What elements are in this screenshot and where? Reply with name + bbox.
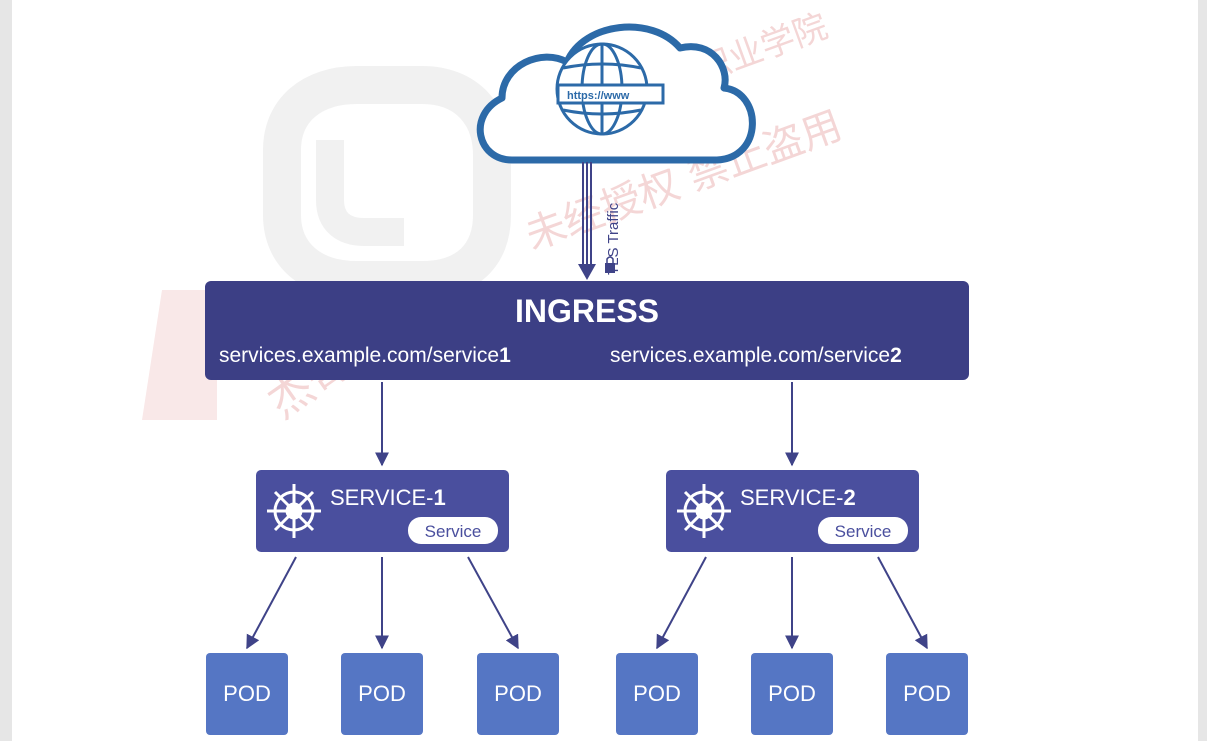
service-1-badge	[408, 517, 498, 544]
service-2-badge-label: Service	[835, 522, 892, 541]
route-2-num: 2	[890, 344, 902, 367]
kubernetes-helm-icon	[267, 484, 321, 538]
pod-s2-1: POD	[616, 653, 698, 735]
ingress-box: INGRESS services.example.com/service1 se…	[205, 281, 969, 380]
pod-label: POD	[633, 681, 681, 706]
service-1-name: SERVICE-1	[330, 485, 446, 510]
lock-icon	[605, 256, 615, 273]
route-2-prefix: services.example.com/service	[610, 344, 890, 367]
ingress-title: INGRESS	[515, 293, 659, 329]
ingress-route-1: services.example.com/service1	[219, 344, 511, 367]
service-1-label: SERVICE-	[330, 485, 434, 510]
ingress-route-2: services.example.com/service2	[610, 344, 902, 367]
service-2-box: SERVICE-2 Service	[666, 470, 919, 552]
arrow-s2-pod-3	[877, 556, 928, 650]
service-2-badge	[818, 517, 908, 544]
service-1-badge-label: Service	[425, 522, 482, 541]
arrow-s2-pod-1	[656, 556, 707, 650]
service-1-box: SERVICE-1 Service	[256, 470, 509, 552]
diagram-page: 职业学院 未经授权 禁止盗用 杰哥原创 https://www TLS Traf…	[12, 0, 1198, 741]
url-label: https://www	[567, 90, 630, 102]
pod-s1-2: POD	[341, 653, 423, 735]
ingress-diagram: 职业学院 未经授权 禁止盗用 杰哥原创 https://www TLS Traf…	[142, 6, 969, 735]
pod-s2-3: POD	[886, 653, 968, 735]
internet-cloud: https://www	[476, 23, 756, 164]
service-1-num: 1	[434, 485, 446, 510]
pod-s1-1: POD	[206, 653, 288, 735]
pod-label: POD	[903, 681, 951, 706]
pod-label: POD	[358, 681, 406, 706]
pod-s2-2: POD	[751, 653, 833, 735]
route-1-prefix: services.example.com/service	[219, 344, 499, 367]
service-2-num: 2	[844, 485, 856, 510]
pod-label: POD	[223, 681, 271, 706]
arrow-s1-pod-1	[246, 556, 297, 650]
service-2-name: SERVICE-2	[740, 485, 856, 510]
route-1-num: 1	[499, 344, 511, 367]
pod-label: POD	[768, 681, 816, 706]
pod-s1-3: POD	[477, 653, 559, 735]
tls-traffic-arrow	[578, 162, 596, 280]
service-2-label: SERVICE-	[740, 485, 844, 510]
pod-label: POD	[494, 681, 542, 706]
tls-label: TLS Traffic	[605, 202, 622, 275]
kubernetes-helm-icon	[677, 484, 731, 538]
url-bar	[556, 83, 665, 105]
arrow-s1-pod-3	[467, 556, 519, 650]
